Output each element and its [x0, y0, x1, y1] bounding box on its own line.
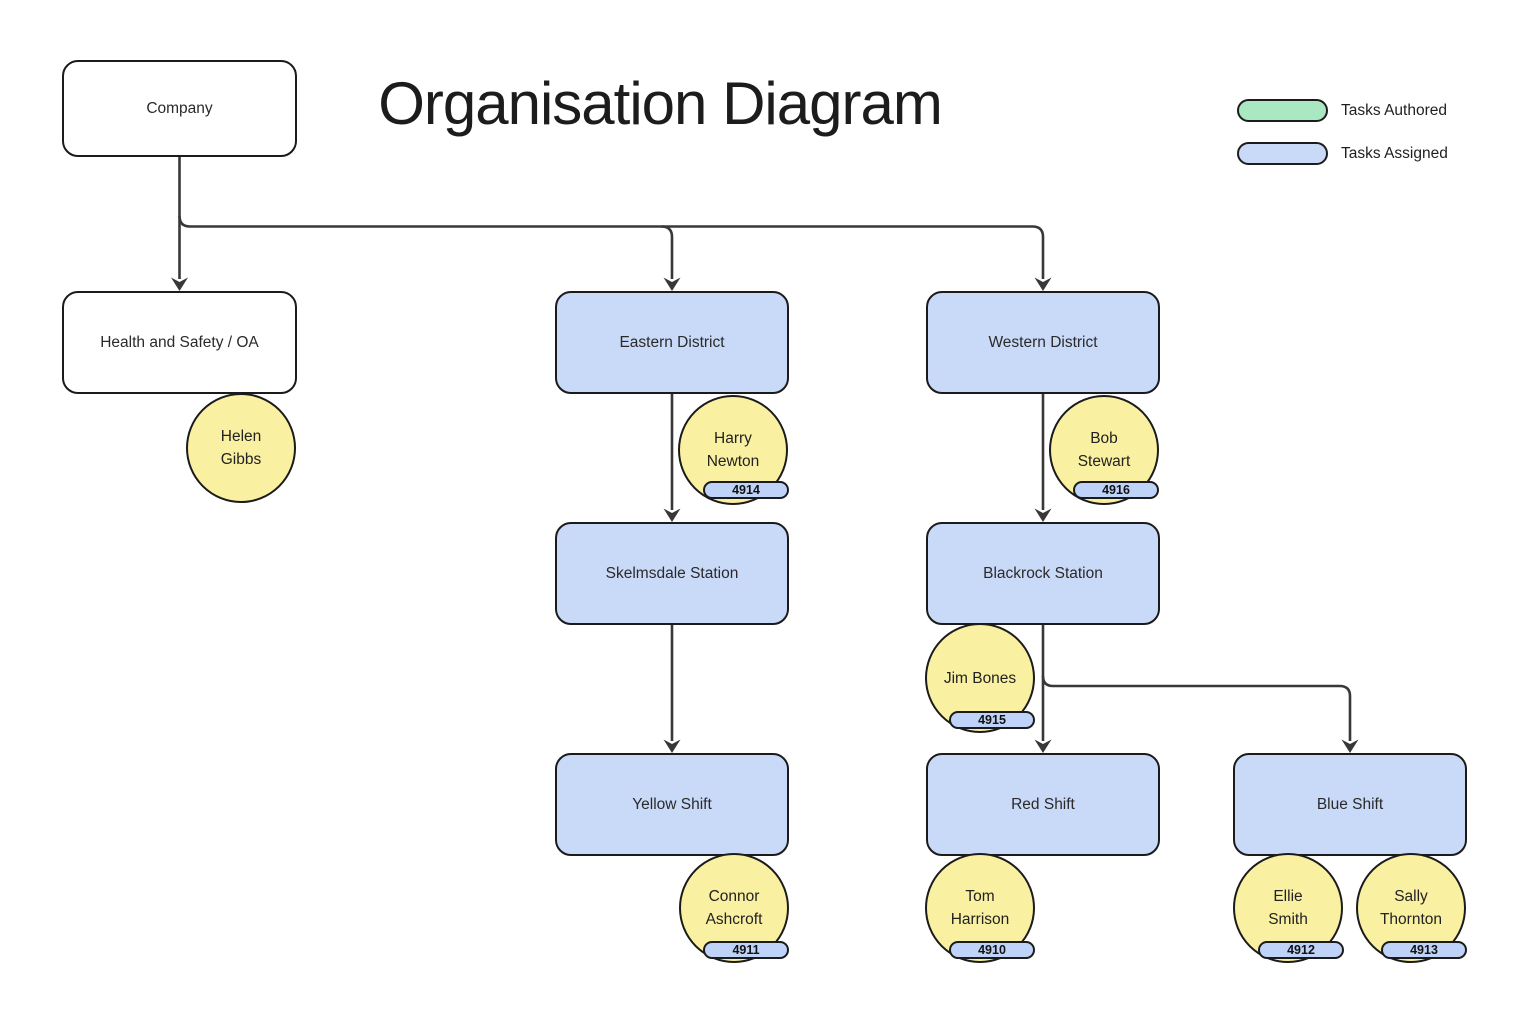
org-node-health-safety-oa[interactable]: Health and Safety / OA: [62, 291, 297, 394]
org-node-company[interactable]: Company: [62, 60, 297, 157]
task-badge-number: 4916: [1102, 482, 1130, 497]
arrowhead-yellow-shift: [663, 739, 681, 753]
org-node-label: Blackrock Station: [983, 564, 1103, 582]
task-badge-number: 4914: [732, 482, 760, 497]
org-node-blackrock-station[interactable]: Blackrock Station: [926, 522, 1160, 625]
tasks-assigned-swatch: [1237, 142, 1328, 165]
org-node-label: Yellow Shift: [632, 795, 712, 813]
org-node-label: Skelmsdale Station: [605, 564, 739, 582]
task-badge-number: 4912: [1287, 942, 1315, 957]
person-bubble-helen-gibbs[interactable]: Helen Gibbs: [186, 393, 296, 503]
org-node-blue-shift[interactable]: Blue Shift: [1233, 753, 1467, 856]
person-name: Connor: [708, 888, 760, 905]
task-badge-harry-newton[interactable]: 4914: [703, 481, 789, 499]
connector-company-to-western-district: [178, 215, 1045, 279]
org-node-label: Eastern District: [619, 333, 725, 351]
person-name: Jim Bones: [943, 669, 1017, 687]
person-name: Sally: [1394, 888, 1428, 905]
task-badge-ellie-smith[interactable]: 4912: [1258, 941, 1344, 959]
connector-blackrock-to-blue-shift: [1041, 675, 1352, 741]
arrowhead-skelmsdale: [663, 508, 681, 522]
person-name: Harrison: [950, 911, 1010, 928]
arrowhead-western-district: [1034, 277, 1052, 291]
org-node-label: Health and Safety / OA: [100, 333, 259, 351]
person-name: Ashcroft: [705, 911, 763, 928]
task-badge-bob-stewart[interactable]: 4916: [1073, 481, 1159, 499]
task-badge-tom-harrison[interactable]: 4910: [949, 941, 1035, 959]
org-node-label: Company: [146, 99, 213, 117]
tasks-authored-swatch: [1237, 99, 1328, 122]
arrowhead-red-shift: [1034, 739, 1052, 753]
task-badge-jim-bones[interactable]: 4915: [949, 711, 1035, 729]
legend-item-tasks-authored: Tasks Authored: [1237, 99, 1447, 122]
task-badge-number: 4911: [732, 942, 760, 957]
connector-company-to-eastern-district: [661, 225, 674, 279]
page-title: Organisation Diagram: [378, 70, 943, 137]
person-name: Gibbs: [220, 451, 262, 468]
person-name: Harry: [714, 430, 752, 447]
org-node-label: Western District: [988, 333, 1098, 351]
task-badge-number: 4915: [978, 712, 1006, 727]
task-badge-number: 4913: [1410, 942, 1438, 957]
person-name: Bob: [1090, 430, 1118, 447]
org-node-red-shift[interactable]: Red Shift: [926, 753, 1160, 856]
person-name: Helen: [220, 428, 262, 445]
tasks-assigned-label: Tasks Assigned: [1341, 144, 1448, 162]
arrowhead-blue-shift: [1341, 739, 1359, 753]
arrowhead-health-safety: [171, 277, 188, 291]
task-badge-sally-thornton[interactable]: 4913: [1381, 941, 1467, 959]
person-name: Stewart: [1077, 453, 1131, 470]
task-badge-number: 4910: [978, 942, 1006, 957]
arrowhead-blackrock: [1034, 508, 1052, 522]
person-name: Smith: [1268, 911, 1308, 928]
org-node-western-district[interactable]: Western District: [926, 291, 1160, 394]
arrowhead-eastern-district: [663, 277, 681, 291]
person-name: Newton: [706, 453, 760, 470]
org-node-eastern-district[interactable]: Eastern District: [555, 291, 789, 394]
org-node-yellow-shift[interactable]: Yellow Shift: [555, 753, 789, 856]
org-node-label: Blue Shift: [1316, 795, 1384, 813]
legend-item-tasks-assigned: Tasks Assigned: [1237, 142, 1448, 165]
person-name: Tom: [965, 888, 995, 905]
tasks-authored-label: Tasks Authored: [1341, 101, 1447, 119]
org-node-skelmsdale-station[interactable]: Skelmsdale Station: [555, 522, 789, 625]
person-name: Thornton: [1379, 911, 1443, 928]
org-node-label: Red Shift: [1011, 795, 1075, 813]
person-name: Ellie: [1273, 888, 1303, 905]
task-badge-connor-ashcroft[interactable]: 4911: [703, 941, 789, 959]
